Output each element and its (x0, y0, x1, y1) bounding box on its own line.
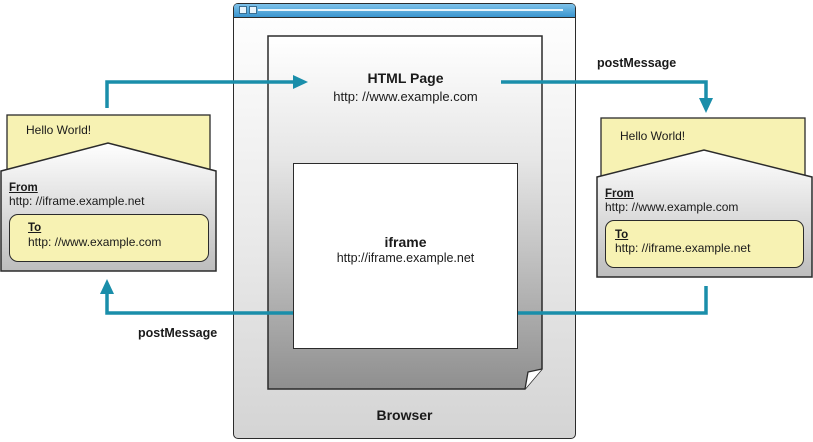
window-control-icon[interactable] (239, 6, 247, 14)
arrow-head-down (699, 98, 713, 113)
address-bar[interactable] (258, 9, 563, 11)
right-to-label: To (615, 229, 629, 241)
right-from-url: http: //www.example.com (605, 200, 739, 214)
arrow-postmessage-top (501, 80, 708, 100)
arrow-to-iframe (501, 286, 708, 315)
left-from-url: http: //iframe.example.net (9, 194, 145, 208)
browser-titlebar (234, 4, 575, 18)
iframe-url: http://iframe.example.net (336, 251, 475, 265)
left-to-label: To (28, 222, 42, 234)
html-page-title: HTML Page (367, 70, 444, 86)
browser-label: Browser (376, 407, 433, 423)
left-letter-text: Hello World! (26, 123, 92, 137)
right-to-box (605, 220, 804, 268)
left-from-label: From (9, 182, 38, 194)
right-to-url: http: //iframe.example.net (615, 241, 751, 255)
right-letter-text: Hello World! (620, 129, 686, 143)
arrow-head-up (100, 279, 114, 294)
postmessage-label-bottom: postMessage (138, 326, 218, 340)
iframe-title: iframe (384, 234, 427, 250)
page-fold-corner (524, 368, 543, 390)
html-page-url: http: //www.example.com (333, 89, 478, 104)
postmessage-label-top: postMessage (597, 56, 677, 70)
arrow-head-right (293, 75, 308, 89)
window-control-icon[interactable] (249, 6, 257, 14)
arrow-postmessage-bottom (105, 292, 316, 315)
left-to-url: http: //www.example.com (28, 235, 162, 249)
arrow-to-html-page (105, 80, 295, 108)
right-from-label: From (605, 188, 634, 200)
iframe-box (293, 163, 518, 349)
left-to-box (9, 214, 209, 262)
